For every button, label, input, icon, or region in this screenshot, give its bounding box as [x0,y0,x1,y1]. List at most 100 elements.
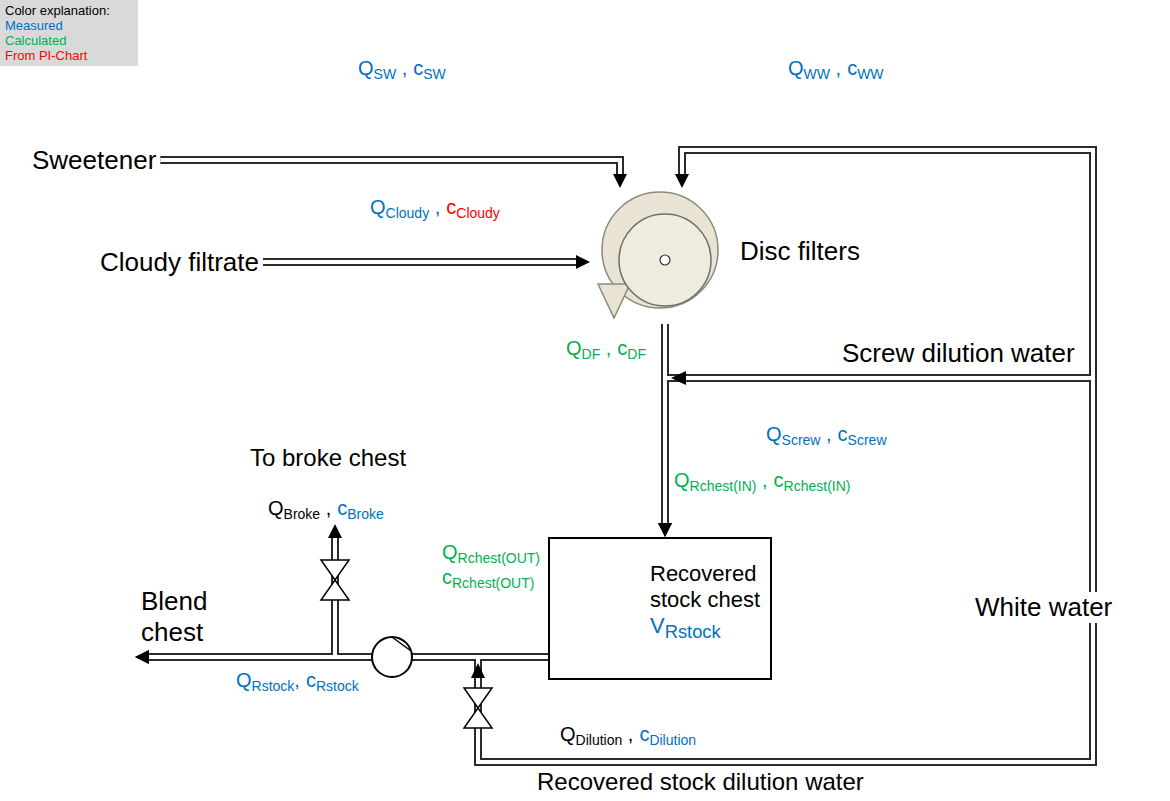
symbol-rest: , [429,196,440,218]
variable-label: cDilution [639,722,696,746]
symbol-subscript: SW [423,66,446,82]
variable-label: cRstock [306,668,359,692]
legend-text: Calculated [5,33,133,48]
symbol-base: c [337,497,347,519]
variable-label: QRchest(OUT) [442,540,540,564]
arrow-head [135,650,149,664]
symbol-rest: , [622,723,633,745]
symbol-subscript: Rstock [252,678,295,694]
valve-symbol [321,560,349,580]
symbol-base: Q [566,337,582,359]
variable-group: QRchest(IN) ,cRchest(IN) [674,468,851,492]
symbol-subscript: DF [582,346,601,362]
symbol-base: V [650,613,665,638]
symbol-rest: , [396,57,407,79]
variable-label: QRstock, [236,668,300,692]
symbol-subscript: WW [804,66,830,82]
symbol-base: Q [268,497,284,519]
variable-label: cScrew [838,422,887,446]
pipe-connector [160,160,620,175]
pipe-connector [682,150,1093,592]
symbol-base: Q [674,469,690,491]
pump-symbol [372,637,412,677]
arrow-head [613,174,627,188]
legend-text: From PI-Chart [5,48,133,63]
symbol-subscript: Rstock [316,678,359,694]
valve-symbol [464,688,492,708]
pipe-connector-core [335,537,548,657]
symbol-subscript: Dilution [576,732,623,748]
symbol-subscript: Broke [347,506,384,522]
variable-label: cSW [413,56,446,80]
legend-swatch-text: Calculated [5,33,133,48]
legend-swatch-text: From PI-Chart [5,48,133,63]
symbol-rest: , [294,669,300,691]
variable-group: QBroke ,cBroke [268,496,384,520]
pipe-connector-core [682,150,1093,592]
node-text: Blend chest [141,586,223,648]
symbol-subscript: Screw [782,432,821,448]
outlet-label: Blend chest [135,586,227,664]
node-text: Sweetener [32,145,156,176]
symbol-base: c [446,196,456,218]
variable-label: QScrew , [766,422,832,446]
variable-label: QDF , [566,336,611,360]
variable-label: cRchest(IN) [774,468,851,492]
symbol-subscript: Rstock [665,621,721,642]
variable-label: QRchest(IN) , [674,468,768,492]
variable-label: cBroke [337,496,384,520]
variable-group: QCloudy ,cCloudy [370,195,500,219]
symbol-base: Q [766,423,782,445]
symbol-subscript: SW [374,66,397,82]
node-text: To broke chest [250,444,406,472]
arrow-head [576,255,590,269]
filter-disc [619,214,711,306]
symbol-subscript: DF [627,346,646,362]
variable-group: QDF ,cDF [566,336,646,360]
symbol-base: c [442,566,452,588]
legend-box: Color explanation:MeasuredCalculatedFrom… [0,0,138,66]
symbol-subscript: Dilution [649,732,696,748]
filter-hub [660,255,670,265]
variable-group: QDilution ,cDilution [560,722,696,746]
variable-group: QWW ,cWW [788,56,884,80]
white-water-label: White water [975,592,1116,623]
symbol-base: Q [788,57,804,79]
symbol-subscript: Cloudy [456,205,500,221]
pipe-connector [661,324,669,524]
legend-title: Color explanation: [5,3,133,18]
pipe-label: Recovered stock dilution water [535,768,866,796]
pipe-connector [335,537,548,657]
pipe-connector-core [663,324,667,524]
disc-filter: Disc filters [590,188,890,324]
arrow-head [471,663,485,678]
pipe-label: Screw dilution water [840,338,1077,369]
arrow-head [671,371,686,385]
variable-group: QScrew ,cScrew [766,422,887,446]
symbol-rest: , [830,57,841,79]
variable-label: QBroke , [268,496,331,520]
symbol-rest: , [756,469,767,491]
symbol-subscript: Screw [848,432,887,448]
node-symbol: VRstock [650,613,766,645]
pipe-connector-core [160,160,620,175]
symbol-rest: , [820,423,831,445]
symbol-base: Q [370,196,386,218]
node-text: Recovered stock chest [650,561,766,613]
variable-label: cWW [847,56,883,80]
chest-box: Recovered stock chestVRstock [548,537,772,680]
symbol-subscript: Cloudy [386,205,430,221]
variable-label: QWW , [788,56,841,80]
variable-label: QCloudy , [370,195,440,219]
symbol-base: c [838,423,848,445]
node-text: Disc filters [740,236,886,267]
symbol-base: Q [236,669,252,691]
symbol-rest: , [320,497,331,519]
pipe-connector-core [263,260,577,264]
arrow-head [135,650,149,664]
pipe-inner-layer [148,150,1093,762]
arrow-head [675,174,689,188]
symbol-base: c [847,57,857,79]
symbol-subscript: Rchest(OUT) [452,575,534,591]
